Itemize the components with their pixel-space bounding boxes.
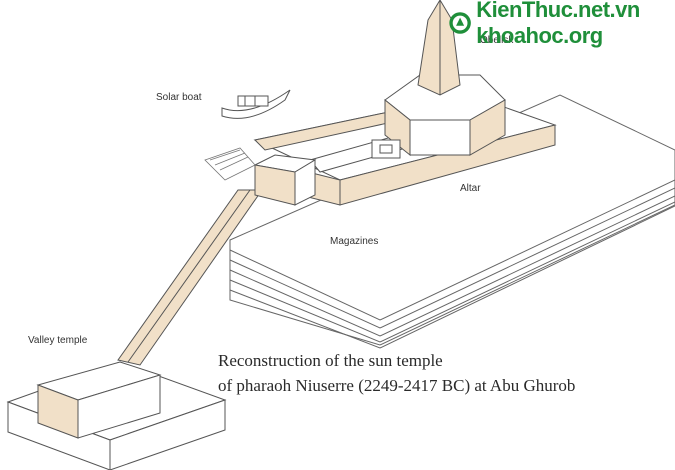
watermark-icon: [449, 12, 471, 34]
gate-steps: [204, 147, 256, 181]
caption-line-2: of pharaoh Niuserre (2249-2417 BC) at Ab…: [218, 376, 576, 395]
label-obelisk: Obelisk: [480, 35, 514, 46]
altar: [371, 139, 401, 159]
watermark-text: KienThuc.net.vn khoahoc.org: [476, 0, 640, 48]
valley-temple: [6, 361, 227, 470]
label-magazines: Magazines: [330, 236, 379, 247]
solar-boat: [221, 89, 291, 119]
label-solar-boat: Solar boat: [156, 92, 202, 103]
label-valley-temple: Valley temple: [28, 335, 88, 346]
label-altar: Altar: [460, 183, 481, 194]
caption-line-1: Reconstruction of the sun temple: [218, 351, 443, 370]
upper-platform: [229, 94, 675, 349]
gate-building: [253, 154, 317, 206]
obelisk-base: [384, 74, 506, 157]
watermark-logo: KienThuc.net.vn khoahoc.org: [448, 0, 675, 48]
